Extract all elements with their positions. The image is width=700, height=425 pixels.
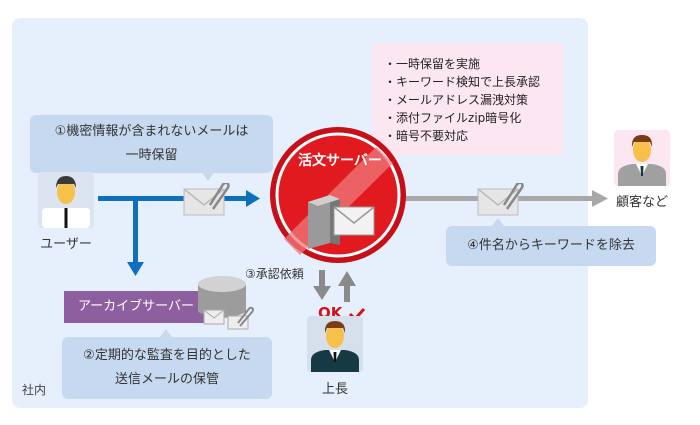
- arrow-head-user-to-server: [246, 190, 260, 207]
- feature-item: メールアドレス漏洩対策: [384, 91, 564, 109]
- callout-step2-line2: 送信メールの保管: [114, 372, 219, 387]
- arrow-manager-to-server: [344, 284, 350, 302]
- user-card: [38, 172, 94, 228]
- database-icon: [198, 276, 254, 330]
- zone-label: 社内: [22, 383, 47, 397]
- arrow-server-to-manager: [319, 270, 325, 288]
- mail-attachment-icon: [183, 183, 230, 216]
- customer-icon: [618, 135, 666, 186]
- approval-request-label: ③承認依頼: [245, 267, 304, 281]
- features-list: 一時保留を実施 キーワード検知で上長承認 メールアドレス漏洩対策 添付ファイルz…: [372, 43, 564, 145]
- manager-label: 上長: [321, 382, 348, 397]
- manager-card: [307, 316, 363, 372]
- manager-icon: [311, 321, 359, 372]
- feature-item: 添付ファイルzip暗号化: [384, 109, 564, 127]
- arrow-to-archive: [133, 198, 138, 264]
- arrow-head-manager-to-server: [338, 271, 356, 286]
- feature-item: キーワード検知で上長承認: [384, 73, 564, 91]
- callout-step4: ④件名からキーワードを除去: [446, 218, 656, 266]
- katsubun-server-label: 活文サーバー: [298, 153, 382, 169]
- callout-step1-line2: 一時保留: [125, 148, 178, 163]
- mail-attachment-icon: [477, 183, 524, 216]
- callout-step1-line1: ①機密情報が含まれないメールは: [54, 124, 249, 139]
- callout-step2: ②定期的な監査を目的とした 送信メールの保管: [62, 329, 272, 399]
- customer-card: [614, 130, 670, 186]
- arrow-head-to-archive: [127, 262, 144, 276]
- katsubun-server-badge: [270, 127, 406, 263]
- archive-server-label: アーカイブサーバー: [64, 291, 208, 323]
- callout-step1: ①機密情報が含まれないメールは 一時保留: [30, 115, 273, 181]
- user-label: ユーザー: [40, 237, 92, 252]
- features-box: 一時保留を実施 キーワード検知で上長承認 メールアドレス漏洩対策 添付ファイルz…: [372, 43, 564, 155]
- feature-item: 暗号不要対応: [384, 127, 564, 145]
- feature-item: 一時保留を実施: [384, 55, 564, 73]
- arrow-head-server-to-customer: [592, 190, 608, 207]
- arrow-user-to-server: [98, 196, 248, 201]
- mail-server-icon: [308, 195, 375, 249]
- arrow-head-server-to-manager: [313, 286, 331, 300]
- user-icon: [42, 176, 90, 228]
- customer-label: 顧客など: [615, 195, 668, 210]
- callout-step2-line1: ②定期的な監査を目的とした: [83, 348, 251, 363]
